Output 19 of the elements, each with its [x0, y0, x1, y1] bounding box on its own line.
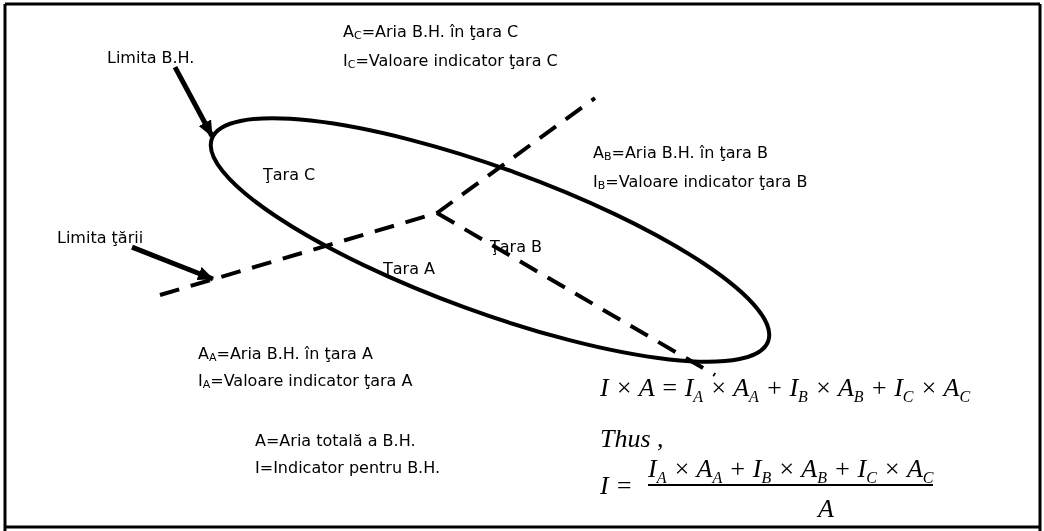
leader-arrow [172, 66, 215, 138]
leader-arrow [131, 244, 214, 282]
region-label: Ţara A [383, 259, 435, 279]
fraction-denominator: A [818, 493, 834, 525]
formula-text: I × A = I$_{A}$ × A$_{A}$ + I$_{B}$ × A$_{B}$ + I$_{C}$ × A$_{C}$ [600, 372, 971, 404]
definition-text: I=Indicator pentru B.H. [255, 458, 441, 478]
callout-label: Limita B.H. [107, 48, 195, 68]
definition-text: A=Aria totală a B.H. [255, 431, 416, 451]
definition-text: I$_{B}$=Valoare indicator ţara B [593, 172, 808, 192]
definition-text: A$_{A}$=Aria B.H. în ţara A [198, 344, 373, 364]
callout-label: Limita ţării [57, 228, 144, 248]
definition-text: I$_{C}$=Valoare indicator ţara C [343, 51, 558, 71]
definition-text: A$_{C}$=Aria B.H. în ţara C [343, 22, 519, 42]
fraction-numerator: I$_{A}$ × A$_{A}$ + I$_{B}$ × A$_{B}$ + I$_{C}$ × A$_{C}$ [648, 453, 934, 487]
formula-text: Thus , [600, 423, 664, 455]
region-label: Ţara C [263, 165, 316, 185]
definition-text: I$_{A}$=Valoare indicator ţara A [198, 371, 413, 391]
definition-text: A$_{B}$=Aria B.H. în ţara B [593, 143, 768, 163]
formula-text: I = [600, 470, 633, 502]
